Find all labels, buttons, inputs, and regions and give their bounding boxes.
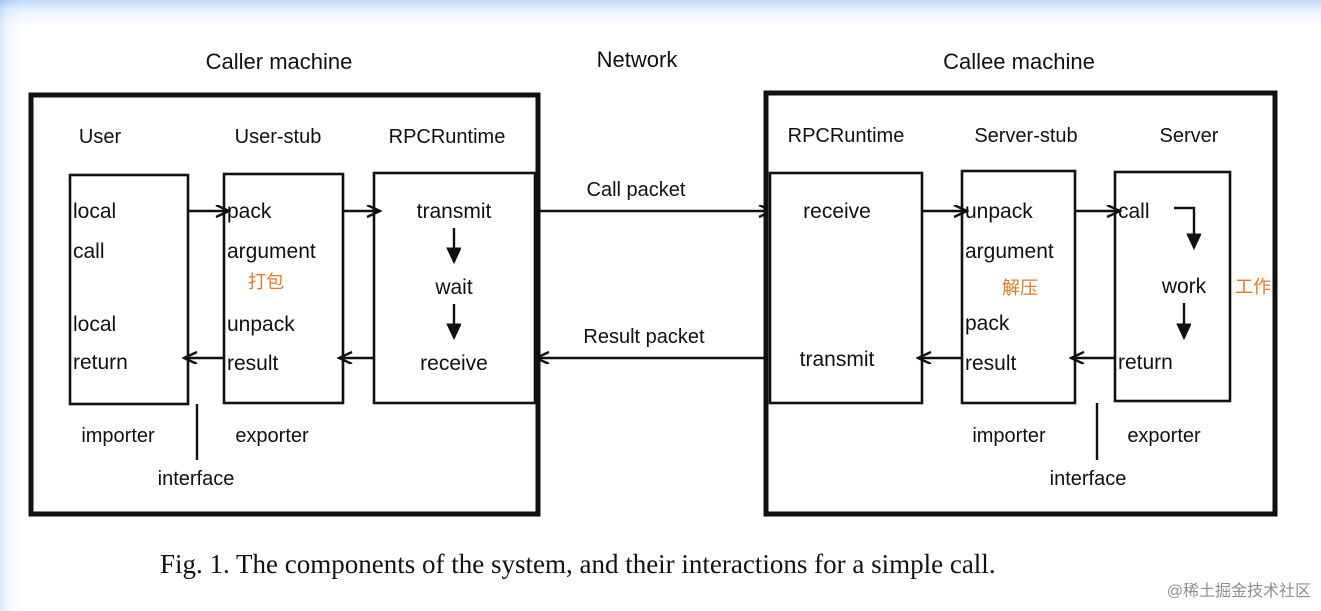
user-box [68,173,190,406]
callee-machine-title: Callee machine [943,49,1095,74]
user-stub-line-pack: pack [227,200,272,223]
caller-exporter-label: exporter [235,425,309,447]
server-line-return: return [1118,351,1173,374]
caller-rpcruntime-line-wait: wait [434,276,473,299]
user-line-local-return-1: local [73,313,116,336]
caller-rpcruntime-line-transmit: transmit [417,200,492,223]
callee-rpcruntime-box [768,171,924,405]
server-stub-line-result: result [965,352,1017,375]
caller-interface-label: interface [158,468,235,490]
watermark-label: @稀土掘金技术社区 [1167,582,1311,600]
user-stub-line-result: result [227,352,279,375]
user-line-local-call-2: call [73,240,105,263]
caller-column-user-label: User [79,126,122,148]
user-line-local-return-2: return [73,351,128,374]
callee-column-rpcruntime-label: RPCRuntime [788,125,905,147]
server-stub-box [960,169,1077,405]
callee-exporter-label: exporter [1127,425,1201,447]
network-title: Network [597,47,679,72]
callee-importer-label: importer [972,425,1046,447]
server-stub-annotation-cn: 解压 [1002,278,1038,298]
result-packet-label: Result packet [583,326,705,348]
callee-interface-label: interface [1050,468,1127,490]
figure-caption: Fig. 1. The components of the system, an… [160,549,996,579]
server-stub-line-pack: pack [965,312,1010,335]
server-stub-line-argument: argument [965,240,1054,263]
user-stub-annotation-cn: 打包 [248,272,284,292]
caller-machine-title: Caller machine [206,49,353,74]
callee-column-server-stub-label: Server-stub [974,125,1077,147]
server-box [1113,170,1232,403]
callee-column-server-label: Server [1160,125,1219,147]
user-line-local-call-1: local [73,200,116,223]
server-line-call: call [1118,200,1150,223]
server-elbow-call-to-work [1174,206,1194,248]
caller-rpcruntime-box [372,171,537,405]
caller-importer-label: importer [81,425,155,447]
caller-rpcruntime-line-receive: receive [420,352,488,375]
user-stub-line-unpack: unpack [227,313,295,336]
server-stub-line-unpack: unpack [965,200,1033,223]
server-annotation-cn: 工作 [1235,277,1271,297]
callee-rpcruntime-line-receive: receive [803,200,871,223]
caller-column-user-stub-label: User-stub [235,126,322,148]
user-stub-box [222,172,345,405]
call-packet-label: Call packet [587,179,686,201]
server-line-work: work [1161,275,1207,298]
caller-column-rpcruntime-label: RPCRuntime [389,126,506,148]
user-stub-line-argument: argument [227,240,316,263]
callee-rpcruntime-line-transmit: transmit [800,348,875,371]
